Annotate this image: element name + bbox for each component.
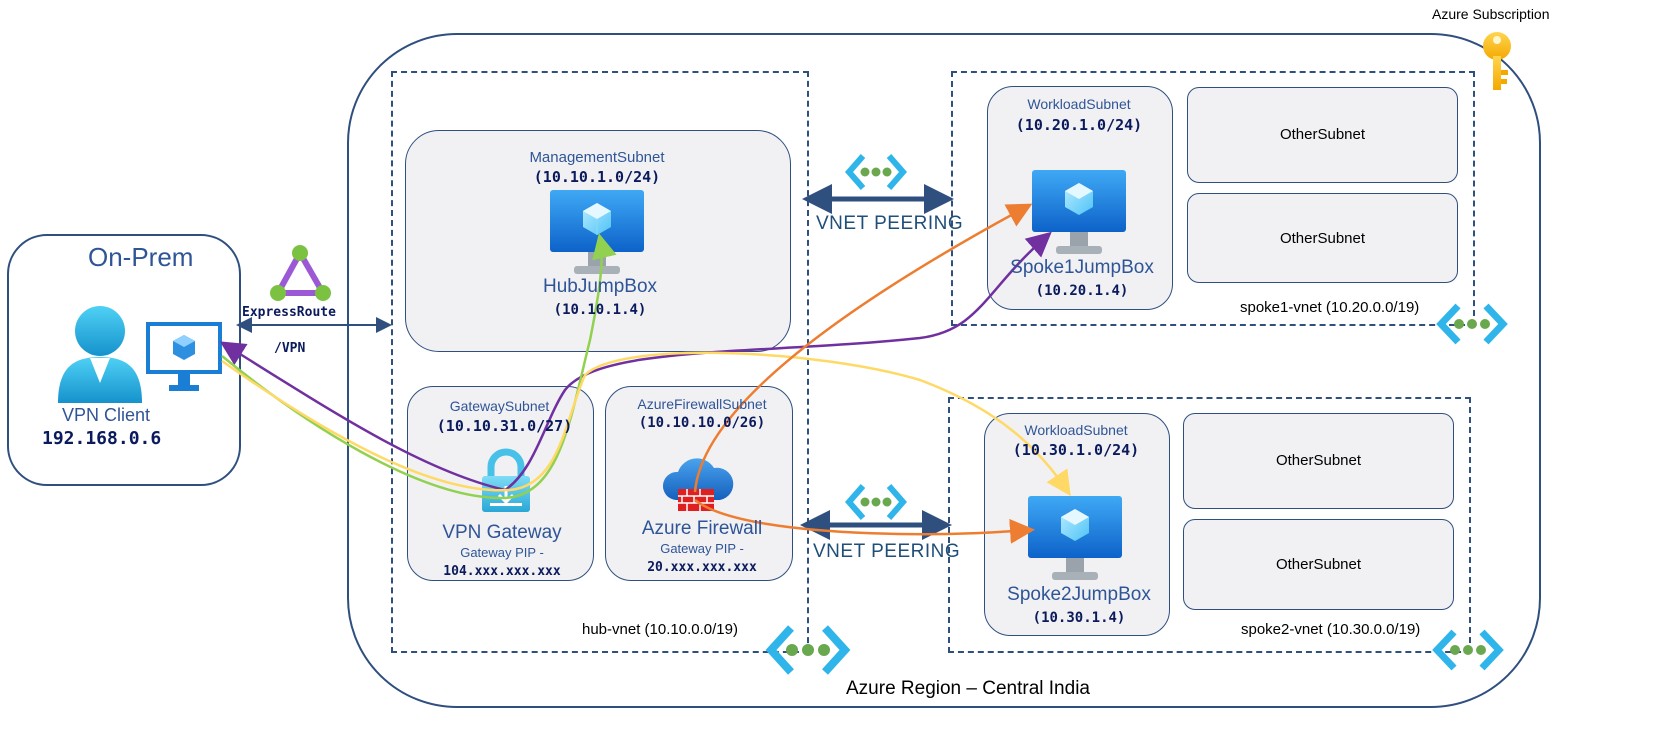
hub-jumpbox-vm-icon	[550, 190, 644, 274]
spoke1-jumpbox-name: Spoke1JumpBox	[1010, 257, 1154, 278]
peering-label-top: VNET PEERING	[816, 213, 964, 234]
hub-jumpbox-ip: (10.10.1.4)	[553, 302, 647, 318]
onprem-title: On-Prem	[88, 242, 194, 272]
spoke1-jumpbox-ip: (10.20.1.4)	[1035, 283, 1129, 299]
spoke2-other-subnet-1	[1183, 413, 1454, 509]
vpn-gateway-pip: 104.xxx.xxx.xxx	[443, 564, 561, 579]
gateway-subnet-cidr: (10.10.31.0/27)	[436, 417, 573, 435]
spoke1-other-subnet-1-label: OtherSubnet	[1279, 126, 1366, 143]
spoke2-vnet-icon	[1432, 629, 1504, 671]
spoke2-workload-cidr: (10.30.1.0/24)	[1012, 441, 1140, 459]
peering-label-bottom: VNET PEERING	[813, 541, 961, 562]
vpn-client-ip: 192.168.0.6	[42, 428, 162, 449]
firewall-subnet-cidr: (10.10.10.0/26)	[638, 415, 766, 431]
spoke2-workload-name: WorkloadSubnet	[1024, 422, 1128, 438]
spoke2-jumpbox-ip: (10.30.1.4)	[1032, 610, 1126, 626]
firewall-subnet-name: AzureFirewallSubnet	[637, 396, 767, 412]
region-label: Azure Region – Central India	[846, 678, 1090, 699]
azure-firewall-pip: 20.xxx.xxx.xxx	[647, 560, 757, 575]
vnet-peering-icon-top	[845, 154, 907, 190]
vpn-label: /VPN	[274, 341, 306, 356]
vpn-client-person-icon	[58, 306, 142, 403]
azure-firewall-pip-label: Gateway PIP -	[660, 541, 744, 556]
management-subnet-name: ManagementSubnet	[529, 149, 665, 166]
vpn-client-label: VPN Client	[62, 405, 151, 425]
spoke1-vnet-label: spoke1-vnet (10.20.0.0/19)	[1240, 299, 1420, 316]
spoke2-other-subnet-2	[1183, 519, 1454, 610]
subscription-key-icon	[1483, 32, 1511, 90]
spoke1-workload-cidr: (10.20.1.0/24)	[1015, 116, 1143, 134]
spoke2-other-subnet-2-label: OtherSubnet	[1275, 556, 1362, 573]
expressroute-icon	[270, 245, 331, 301]
spoke1-workload-name: WorkloadSubnet	[1027, 96, 1131, 112]
spoke2-vnet-label: spoke2-vnet (10.30.0.0/19)	[1241, 621, 1421, 638]
spoke1-other-subnet-1	[1187, 87, 1458, 183]
expressroute-label: ExpressRoute	[242, 305, 336, 320]
spoke2-other-subnet-1-label: OtherSubnet	[1275, 452, 1362, 469]
hub-vnet-icon	[765, 625, 851, 675]
vpn-gateway-pip-label: Gateway PIP -	[460, 545, 544, 560]
azure-firewall-label: Azure Firewall	[641, 518, 763, 539]
spoke1-other-subnet-2	[1187, 193, 1458, 283]
hub-vnet-boundary	[391, 71, 809, 653]
spoke1-jumpbox-vm-icon	[1032, 170, 1126, 254]
hub-vnet-label: hub-vnet (10.10.0.0/19)	[582, 621, 738, 638]
management-subnet-cidr: (10.10.1.0/24)	[533, 168, 661, 186]
client-computer-icon	[146, 322, 222, 391]
subscription-label: Azure Subscription	[1432, 6, 1550, 22]
hub-jumpbox-name: HubJumpBox	[542, 276, 658, 297]
spoke1-vnet-icon	[1436, 303, 1508, 345]
spoke1-other-subnet-2-label: OtherSubnet	[1279, 230, 1366, 247]
vpn-gateway-label: VPN Gateway	[442, 522, 562, 543]
spoke2-jumpbox-vm-icon	[1028, 496, 1122, 580]
spoke2-jumpbox-name: Spoke2JumpBox	[1007, 584, 1151, 605]
gateway-subnet-name: GatewaySubnet	[449, 398, 550, 414]
